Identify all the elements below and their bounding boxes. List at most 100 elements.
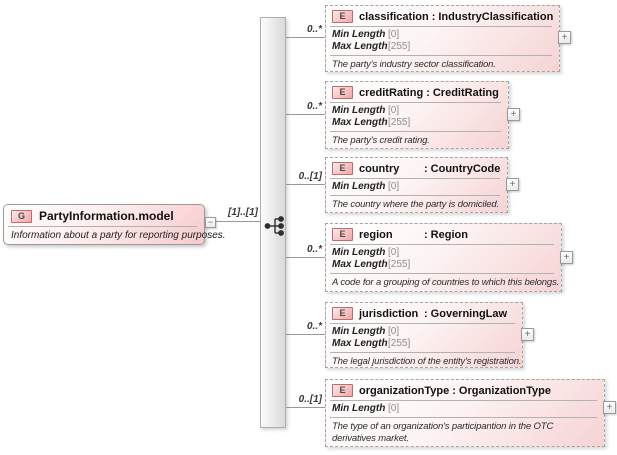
divider <box>330 323 515 324</box>
element-icon: E <box>332 86 353 99</box>
facet-row: Min Length[0] <box>332 29 553 41</box>
facet-label: Min Length <box>332 29 386 40</box>
connector-line <box>286 37 325 38</box>
facet-list: Min Length[0] <box>326 179 507 195</box>
expand-button[interactable]: + <box>506 178 519 191</box>
cardinality-label: 0..* <box>306 244 322 255</box>
divider <box>8 226 197 227</box>
facet-value: [255] <box>388 259 411 270</box>
divider <box>330 102 501 103</box>
facet-value: [0] <box>388 181 400 192</box>
facet-row: Min Length[0] <box>332 247 555 259</box>
cardinality-label: 0..[1] <box>298 171 322 182</box>
facet-value: [0] <box>388 247 400 258</box>
cardinality-label: 0..* <box>306 24 322 35</box>
element-node-country[interactable]: E country:CountryCode Min Length[0] The … <box>325 157 508 213</box>
facet-value: [0] <box>388 29 400 40</box>
divider <box>330 352 515 353</box>
facet-row: Min Length[0] <box>332 326 516 338</box>
divider <box>330 273 554 274</box>
element-header: E organizationType:OrganizationType <box>326 380 604 400</box>
element-description: The country where the party is domiciled… <box>332 199 500 210</box>
element-description: The party's industry sector classificati… <box>332 59 496 70</box>
connector-line <box>286 184 325 185</box>
facet-value: [255] <box>388 117 411 128</box>
facet-row: Max Length[255] <box>332 117 502 129</box>
divider <box>330 417 597 418</box>
facet-value: [0] <box>388 403 400 414</box>
facet-label: Min Length <box>332 247 386 258</box>
connector-line <box>286 257 325 258</box>
element-description: The party's credit rating. <box>332 135 430 146</box>
group-title: PartyInformation.model <box>39 209 174 223</box>
facet-label: Min Length <box>332 403 386 414</box>
divider <box>330 26 552 27</box>
connector-line <box>286 114 325 115</box>
divider <box>330 400 597 401</box>
facet-list: Min Length[0] Max Length[255] <box>326 245 561 273</box>
element-title: country:CountryCode <box>359 162 501 175</box>
connector-line <box>286 407 325 408</box>
element-title: classification:IndustryClassification <box>359 10 554 23</box>
group-header: G PartyInformation.model <box>4 205 204 226</box>
element-header: E country:CountryCode <box>326 158 507 178</box>
facet-row: Min Length[0] <box>332 105 502 117</box>
connector-line <box>216 221 260 222</box>
element-description: The type of an organization's participan… <box>332 421 554 444</box>
facet-label: Min Length <box>332 326 386 337</box>
element-description: The legal jurisdiction of the entity's r… <box>332 356 522 367</box>
element-header: E creditRating:CreditRating <box>326 82 508 102</box>
divider <box>330 195 500 196</box>
connector-line <box>286 334 325 335</box>
facet-list: Min Length[0] Max Length[255] <box>326 103 508 131</box>
facet-row: Min Length[0] <box>332 181 501 193</box>
facet-row: Max Length[255] <box>332 41 553 53</box>
expand-button[interactable]: + <box>521 328 534 341</box>
sequence-compositor-bar[interactable] <box>260 17 286 428</box>
element-icon: E <box>332 10 353 23</box>
cardinality-label: 0..[1] <box>298 394 322 405</box>
expand-button[interactable]: + <box>507 108 520 121</box>
element-node-jurisdiction[interactable]: E jurisdiction:GoverningLaw Min Length[0… <box>325 302 523 368</box>
expand-button[interactable]: + <box>560 251 573 264</box>
element-title: region:Region <box>359 228 468 241</box>
divider <box>330 178 500 179</box>
expand-button[interactable]: + <box>558 31 571 44</box>
facet-label: Max Length <box>332 117 388 128</box>
facet-row: Max Length[255] <box>332 338 516 350</box>
divider <box>330 244 554 245</box>
element-node-organizationtype[interactable]: E organizationType:OrganizationType Min … <box>325 379 605 447</box>
facet-row: Max Length[255] <box>332 259 555 271</box>
divider <box>330 131 501 132</box>
facet-list: Min Length[0] Max Length[255] <box>326 324 522 352</box>
element-icon: E <box>332 384 353 397</box>
element-header: E classification:IndustryClassification <box>326 6 559 26</box>
element-node-region[interactable]: E region:Region Min Length[0] Max Length… <box>325 223 562 292</box>
element-header: E region:Region <box>326 224 561 244</box>
element-node-creditrating[interactable]: E creditRating:CreditRating Min Length[0… <box>325 81 509 149</box>
facet-list: Min Length[0] Max Length[255] <box>326 27 559 55</box>
element-title: organizationType:OrganizationType <box>359 384 552 397</box>
element-icon: E <box>332 228 353 241</box>
cardinality-label: 0..* <box>306 101 322 112</box>
expand-button[interactable]: + <box>603 401 616 414</box>
element-header: E jurisdiction:GoverningLaw <box>326 303 522 323</box>
element-title: jurisdiction:GoverningLaw <box>359 307 508 320</box>
facet-label: Max Length <box>332 41 388 52</box>
facet-label: Min Length <box>332 105 386 116</box>
element-description: A code for a grouping of countries to wh… <box>332 277 560 288</box>
facet-value: [255] <box>388 41 411 52</box>
group-node-partyinformation-model[interactable]: G PartyInformation.model Information abo… <box>3 204 226 245</box>
collapse-button[interactable]: − <box>205 217 216 228</box>
element-icon: E <box>332 162 353 175</box>
facet-value: [0] <box>388 326 400 337</box>
facet-label: Max Length <box>332 259 388 270</box>
element-node-classification[interactable]: E classification:IndustryClassification … <box>325 5 560 72</box>
cardinality-label: 0..* <box>306 321 322 332</box>
group-description: Information about a party for reporting … <box>11 230 226 241</box>
facet-label: Max Length <box>332 338 388 349</box>
facet-value: [255] <box>388 338 411 349</box>
element-icon: E <box>332 307 353 320</box>
facet-list: Min Length[0] <box>326 401 604 417</box>
